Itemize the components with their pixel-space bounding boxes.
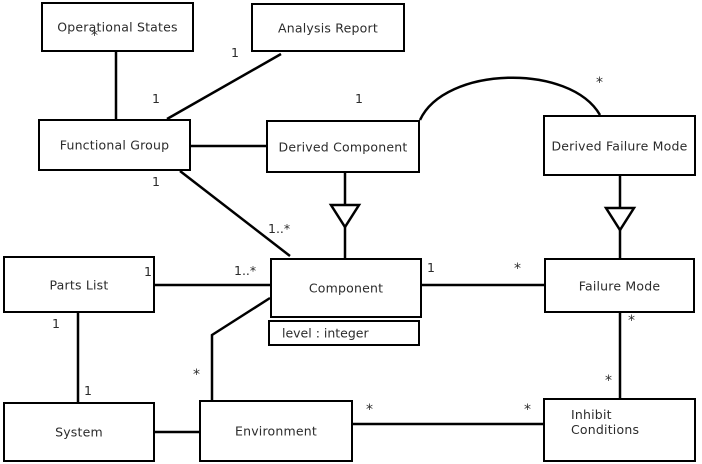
- class-label-analysis-report: Analysis Report: [278, 20, 378, 35]
- class-label-environment: Environment: [234, 423, 318, 439]
- class-label-inhibit-conditions: Inhibit Conditions: [571, 407, 640, 437]
- multiplicity-failuremode-component: *: [514, 261, 521, 277]
- edge-component-environment: [210, 296, 271, 400]
- class-box-component[interactable]: Component: [270, 258, 422, 318]
- multiplicity-analysisreport-top: 1: [231, 45, 239, 60]
- class-box-system[interactable]: System: [3, 402, 155, 462]
- multiplicity-operationalstates-functionalgroup: *: [91, 28, 98, 44]
- multiplicity-environment-component: *: [193, 367, 200, 383]
- multiplicity-arc-derivedfailuremode: *: [596, 75, 603, 91]
- attribute-compartment-component[interactable]: level : integer: [268, 320, 420, 346]
- class-box-environment[interactable]: Environment: [199, 400, 353, 462]
- generalization-triangle-failuremode: [603, 206, 637, 233]
- class-box-derived-failure-mode[interactable]: Derived Failure Mode: [543, 115, 696, 176]
- multiplicity-component-failuremode: 1: [427, 260, 435, 275]
- multiplicity-functionalgroup-component: 1: [152, 174, 160, 189]
- multiplicity-analysisreport-functionalgroup: 1: [152, 91, 160, 106]
- class-label-operational-states: Operational States: [57, 19, 178, 35]
- multiplicity-inhibit-environment: *: [524, 402, 531, 418]
- class-box-failure-mode[interactable]: Failure Mode: [544, 258, 695, 313]
- multiplicity-component-partslist: 1..*: [234, 263, 257, 278]
- multiplicity-partslist-system: 1: [52, 316, 60, 331]
- class-box-inhibit-conditions[interactable]: Inhibit Conditions: [543, 398, 696, 462]
- multiplicity-environment-inhibit: *: [366, 402, 373, 418]
- class-box-analysis-report[interactable]: Analysis Report: [251, 3, 405, 52]
- generalization-triangle-component: [328, 203, 362, 230]
- class-label-failure-mode: Failure Mode: [578, 278, 661, 293]
- class-box-operational-states[interactable]: Operational States: [41, 2, 194, 52]
- multiplicity-failuremode-inhibit: *: [628, 313, 635, 329]
- class-label-system: System: [55, 424, 103, 440]
- multiplicity-system-partslist: 1: [84, 383, 92, 398]
- class-box-functional-group[interactable]: Functional Group: [38, 119, 191, 171]
- class-label-derived-component: Derived Component: [278, 139, 408, 154]
- edge-functionalgroup-component: [179, 170, 291, 257]
- class-label-parts-list: Parts List: [49, 277, 109, 292]
- multiplicity-inhibit-failuremode: *: [605, 373, 612, 389]
- multiplicity-functionalgroup-component-far: 1..*: [268, 221, 291, 236]
- class-label-component: Component: [308, 280, 384, 296]
- attribute-label-level: level : integer: [282, 325, 369, 341]
- class-label-functional-group: Functional Group: [59, 137, 170, 153]
- multiplicity-functionalgroup-derivedcomponent: 1: [355, 91, 363, 106]
- class-label-derived-failure-mode: Derived Failure Mode: [551, 138, 688, 153]
- class-box-derived-component[interactable]: Derived Component: [266, 120, 420, 173]
- edge-derivedcomponent-derivedfailuremode: [418, 76, 602, 121]
- multiplicity-partslist-component: 1: [144, 264, 152, 279]
- class-box-parts-list[interactable]: Parts List: [3, 256, 155, 313]
- edge-analysisreport-functionalgroup: [166, 52, 282, 121]
